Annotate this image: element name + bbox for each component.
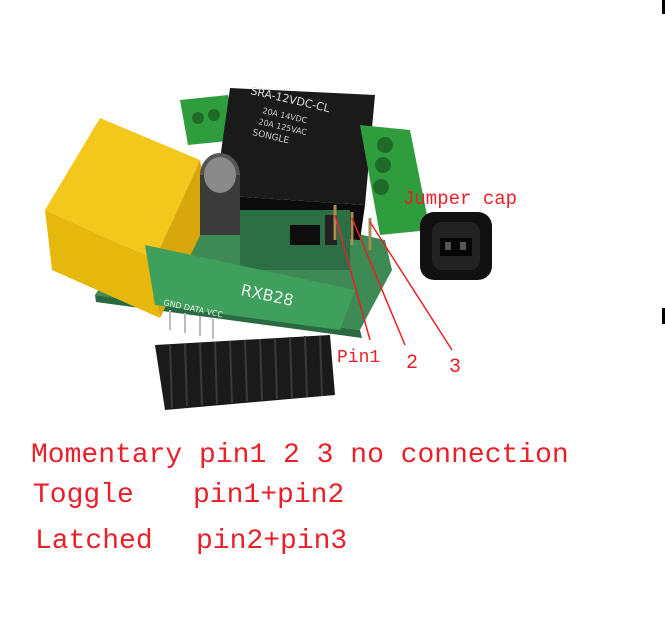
mode-name-toggle: Toggle bbox=[33, 480, 134, 511]
mode-setting-toggle: pin1+pin2 bbox=[193, 480, 345, 511]
pin1-label: Pin1 bbox=[337, 348, 381, 368]
pin2-label: 2 bbox=[406, 352, 419, 375]
pin3-label: 3 bbox=[449, 356, 462, 379]
terminal-block-right bbox=[360, 125, 430, 235]
momentary-line: Momentary pin1 2 3 no connection bbox=[31, 440, 569, 471]
terminal-block-left bbox=[180, 95, 238, 145]
jumper-cap-label: Jumper cap bbox=[403, 188, 518, 210]
pin-annotation-lines bbox=[334, 214, 453, 351]
electrolytic-capacitor bbox=[200, 153, 240, 235]
receiver-board: RXB28 GND DATA VCC bbox=[145, 245, 355, 339]
jumper-cap-image bbox=[420, 212, 492, 280]
mode-setting-momentary: pin1 2 3 no connection bbox=[199, 440, 569, 471]
mode-name-latched: Latched bbox=[35, 526, 153, 557]
antenna-coil bbox=[155, 335, 335, 410]
mode-name-momentary: Momentary bbox=[31, 440, 183, 471]
yellow-capacitor bbox=[45, 118, 210, 318]
mode-setting-latched: pin2+pin3 bbox=[196, 526, 348, 557]
